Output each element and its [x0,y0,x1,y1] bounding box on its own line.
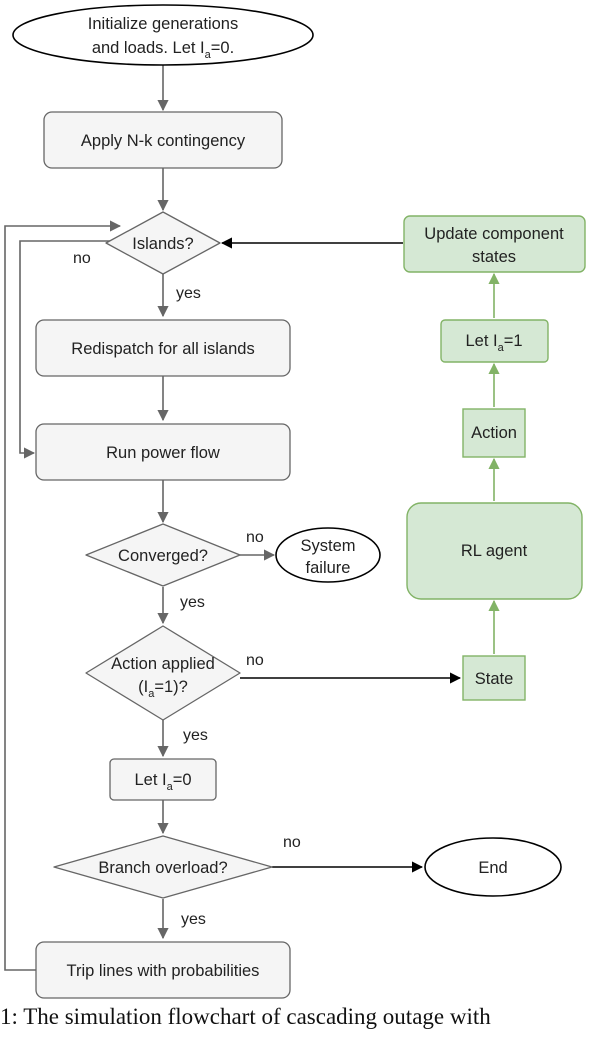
node-branch-label: Branch overload? [98,859,227,877]
node-state: State [462,655,526,701]
node-init-line2: and loads. Let Ia=0. [92,39,234,61]
node-action-label: Action [471,424,517,442]
node-let-ia-0-label: Let Ia=0 [134,771,191,793]
node-rl-agent-label: RL agent [461,542,528,560]
node-redispatch-label: Redispatch for all islands [71,340,254,358]
flowchart: no yes no yes no yes no yes Initialize g… [4,4,586,999]
node-end: End [424,837,562,897]
label-action-no: no [246,652,264,669]
node-update-states: Update component states [403,215,586,273]
node-action-applied-line1: Action applied [111,655,215,673]
node-action-applied-line2: (Ia=1)? [138,678,188,700]
figure-caption: 1: The simulation flowchart of cascading… [0,1004,491,1029]
node-islands: Islands? [105,211,221,275]
node-action: Action [462,408,526,458]
edge-labels: no yes no yes no yes no yes [73,250,301,928]
node-init-line1: Initialize generations [88,15,238,33]
node-powerflow: Run power flow [35,423,291,481]
node-end-label: End [478,859,507,877]
node-redispatch: Redispatch for all islands [35,319,291,377]
node-system-failure: System failure [275,527,381,583]
node-rl-agent: RL agent [406,502,583,600]
label-branch-yes: yes [181,911,206,928]
label-converged-yes: yes [180,594,205,611]
label-converged-no: no [246,529,264,546]
node-update-line1: Update component [424,225,564,243]
node-powerflow-label: Run power flow [106,444,220,462]
node-let-ia-1: Let Ia=1 [440,319,549,363]
connectors [4,64,500,971]
edge-islands-no-powerflow [19,240,116,459]
node-action-applied: Action applied (Ia=1)? [85,625,241,721]
node-branch-overload: Branch overload? [53,835,273,899]
node-nk-contingency: Apply N-k contingency [43,111,283,169]
node-let-ia-0: Let Ia=0 [109,758,217,801]
node-let-ia-1-label: Let Ia=1 [465,332,522,354]
node-trip-label: Trip lines with probabilities [67,962,260,980]
label-branch-no: no [283,834,301,851]
node-state-label: State [475,670,514,688]
node-converged-label: Converged? [118,547,208,565]
node-update-line2: states [472,248,516,266]
node-islands-label: Islands? [132,235,193,253]
edge-trip-loop-islands [4,220,122,971]
node-converged: Converged? [85,523,241,587]
node-init: Initialize generations and loads. Let Ia… [12,4,314,66]
label-islands-yes: yes [176,285,201,302]
node-trip-lines: Trip lines with probabilities [35,941,291,999]
node-failure-line1: System [300,537,355,555]
label-islands-no: no [73,250,91,267]
node-nk-label: Apply N-k contingency [81,132,246,150]
node-failure-line2: failure [306,559,351,577]
label-action-yes: yes [183,727,208,744]
